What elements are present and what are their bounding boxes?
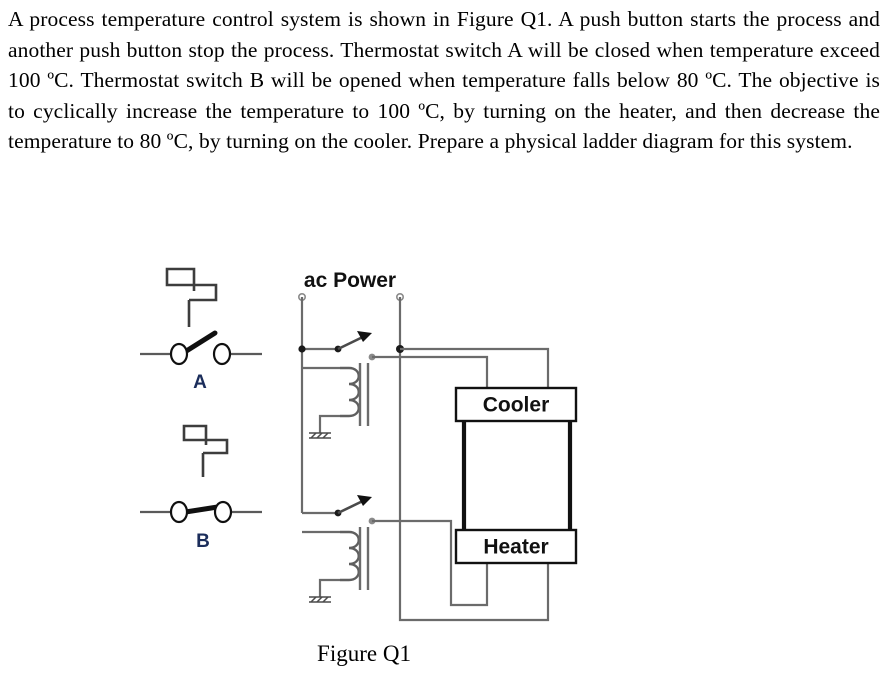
relay-cooler-coil	[340, 366, 360, 418]
switch-b-terminal-right	[213, 500, 233, 524]
relay-heater	[302, 495, 400, 603]
cooler-label: Cooler	[483, 394, 550, 417]
wire-heater-live	[398, 563, 550, 622]
wire-cooler-switched	[400, 355, 489, 388]
heater-label: Heater	[483, 536, 548, 559]
push-button-actuator-a	[165, 267, 218, 302]
relay-cooler-node-left	[298, 345, 306, 353]
cooler-box	[454, 386, 578, 423]
thermostat-switch-b[interactable]: B	[140, 424, 262, 552]
switch-a-terminal-right	[212, 342, 232, 366]
relay-cooler-ground-symbol	[309, 432, 331, 439]
switch-a-terminal-left	[169, 342, 189, 366]
relay-cooler-arm-arrow	[357, 331, 372, 342]
switch-b-label: B	[196, 531, 210, 552]
wire-cooler-live	[400, 347, 550, 388]
thermostat-switch-a[interactable]: A	[140, 267, 262, 393]
push-button-actuator-b	[182, 424, 229, 455]
switch-a-label: A	[193, 372, 207, 393]
question-paragraph: A process temperature control system is …	[8, 7, 880, 154]
wire-heater-switched	[400, 519, 489, 607]
relay-heater-ground-symbol	[309, 596, 331, 603]
relay-heater-ground-lead	[318, 578, 340, 597]
relay-heater-arm-arrow	[357, 495, 372, 506]
figure-caption-text: Figure Q1	[317, 641, 411, 666]
figure-q1: ac Power A B	[0, 230, 888, 679]
circuit-diagram: ac Power A B	[140, 267, 578, 622]
switch-b-terminal-left	[169, 500, 189, 524]
relay-heater-coil	[340, 530, 360, 582]
ac-power-label: ac Power	[304, 269, 396, 292]
relay-cooler-ground-lead	[318, 414, 340, 433]
heater-box	[454, 528, 578, 565]
figure-caption: Figure Q1	[0, 641, 888, 667]
relay-cooler	[298, 331, 400, 439]
